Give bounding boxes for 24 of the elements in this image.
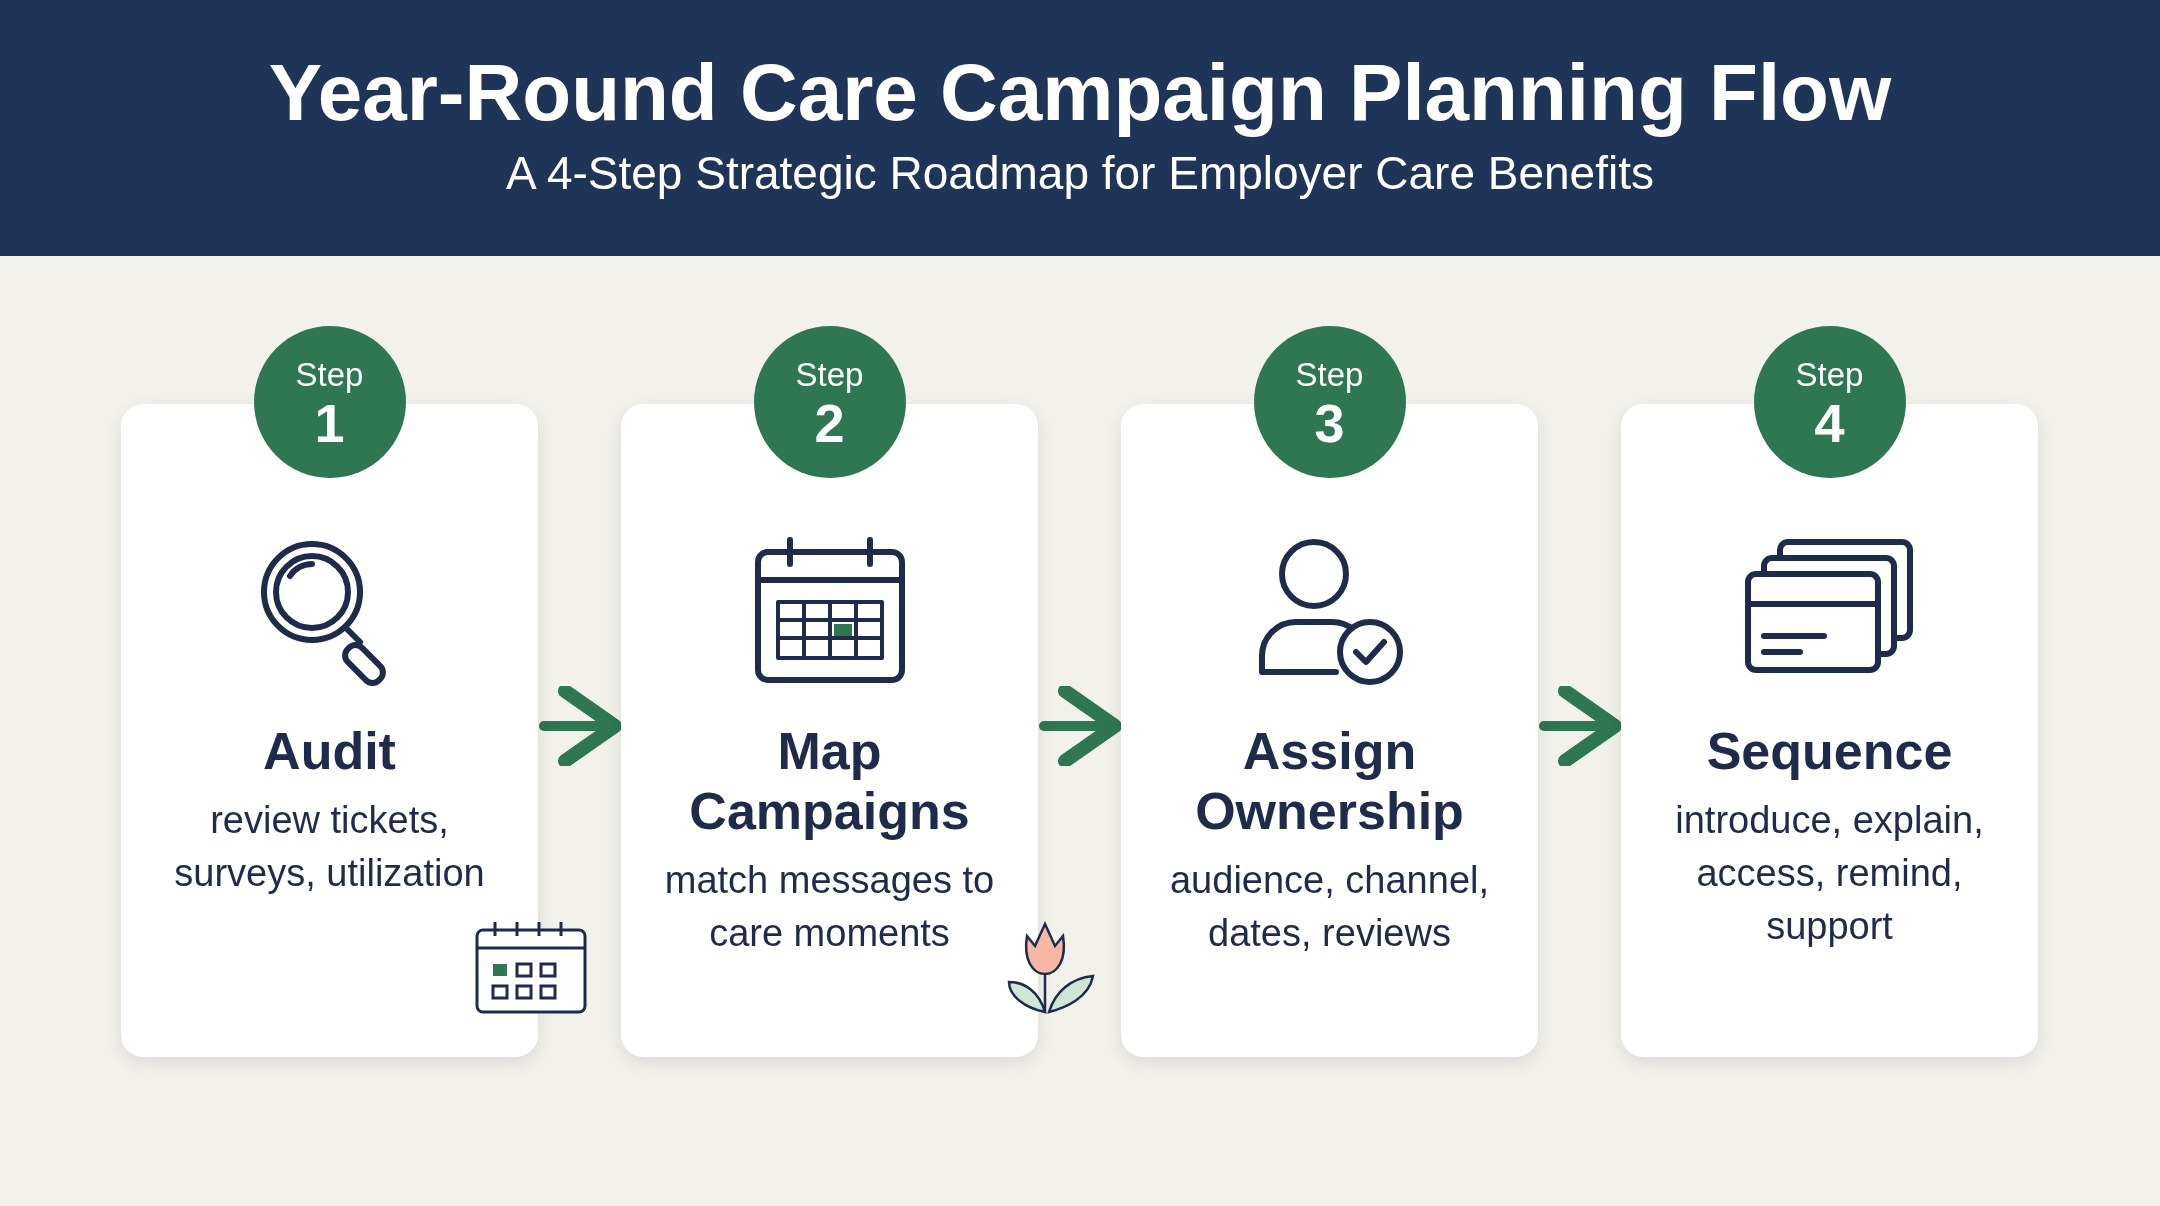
arrow xyxy=(1039,684,1122,768)
arrow xyxy=(1539,684,1622,768)
step-description: introduce, explain, access, remind, support xyxy=(1674,797,1985,950)
step-title: Map Campaigns xyxy=(688,722,971,842)
step-description: audience, channel, dates, reviews xyxy=(1169,857,1490,956)
step-number: 3 xyxy=(1314,395,1345,450)
step-label: Step xyxy=(1795,355,1864,396)
step-number: 1 xyxy=(314,395,345,450)
step-label: Step xyxy=(1295,355,1364,396)
step-title: Audit xyxy=(263,722,396,782)
step-number: 2 xyxy=(814,395,845,450)
step-description: match messages to care moments xyxy=(663,857,996,956)
step-card xyxy=(1121,404,1538,1057)
subtitle: A 4-Step Strategic Roadmap for Employer Care Benefits xyxy=(506,146,1654,202)
step-card xyxy=(121,404,538,1057)
arrow xyxy=(539,684,622,768)
step-number: 4 xyxy=(1814,395,1845,450)
step-label: Step xyxy=(295,355,364,396)
step-card xyxy=(1621,404,2038,1057)
step-label: Step xyxy=(795,355,864,396)
step-title: Assign Ownership xyxy=(1194,722,1465,842)
step-card xyxy=(621,404,1038,1057)
step-description: review tickets, surveys, utilization xyxy=(173,797,486,896)
step-title: Sequence xyxy=(1706,722,1953,782)
